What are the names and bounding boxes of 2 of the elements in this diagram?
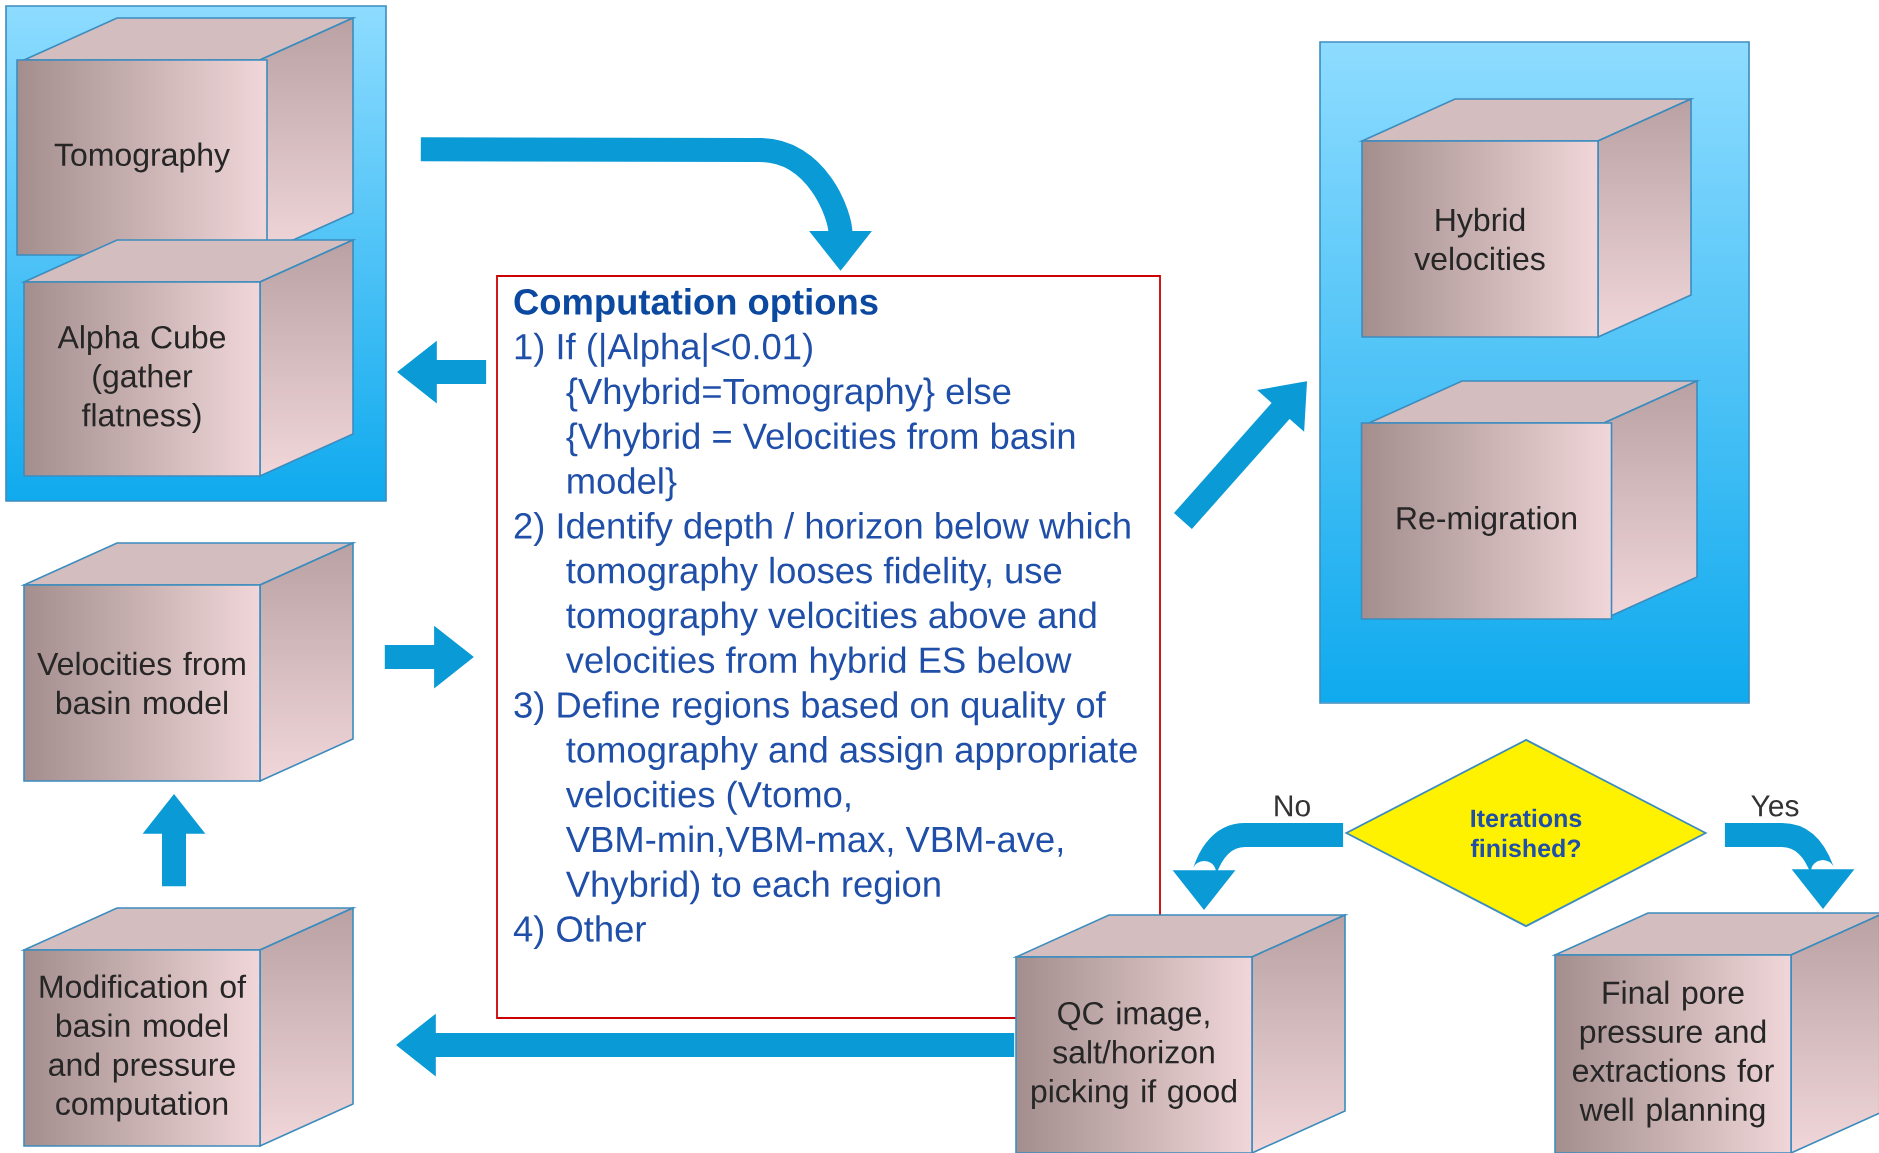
edge-label: Yes bbox=[1748, 793, 1802, 819]
edge-label: No bbox=[1270, 793, 1314, 819]
